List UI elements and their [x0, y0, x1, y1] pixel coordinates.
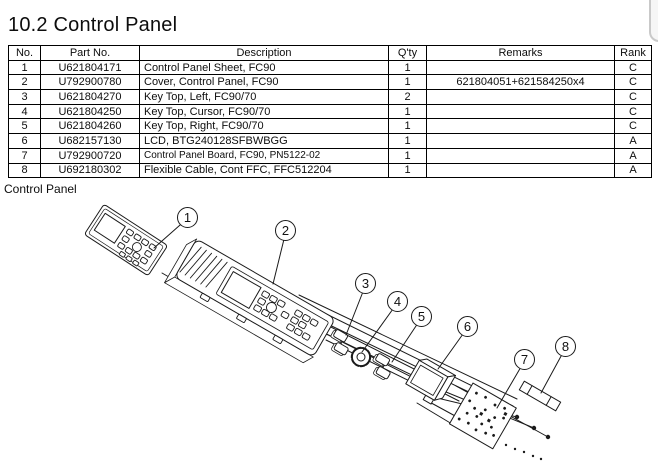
part-key-top-right [372, 353, 391, 380]
callout-2: 2 [275, 220, 296, 241]
cell-rank: C [614, 74, 652, 91]
callout-6-label: 6 [463, 319, 472, 334]
callout-8-label: 8 [561, 339, 570, 354]
diagram-section-label: Control Panel [4, 182, 77, 196]
cell-part-no: U621804171 [40, 59, 140, 76]
cell-description: Key Top, Cursor, FC90/70 [139, 103, 389, 120]
cell-qty: 2 [388, 89, 427, 105]
callout-8: 8 [555, 336, 576, 357]
table-row: 3 U621804270 Key Top, Left, FC90/70 2 C [8, 89, 652, 105]
page-title: 10.2 Control Panel [8, 14, 178, 36]
part-cover-control-panel [164, 238, 334, 364]
table-row: 4 U621804250 Key Top, Cursor, FC90/70 1 … [8, 103, 652, 120]
cell-rank: A [614, 162, 652, 179]
part-control-panel-sheet [84, 204, 168, 276]
cell-no: 1 [8, 59, 41, 76]
part-control-panel-board [448, 382, 517, 450]
callout-1: 1 [177, 207, 198, 228]
cell-remarks: 621804051+621584250x4 [426, 74, 615, 91]
cell-rank: C [614, 103, 652, 120]
callout-1-label: 1 [183, 210, 192, 225]
cell-rank: C [614, 59, 652, 76]
table-row: 6 U682157130 LCD, BTG240128SFBWBGG 1 A [8, 133, 652, 149]
cell-description: Key Top, Left, FC90/70 [139, 89, 389, 105]
table-row: 2 U792900780 Cover, Control Panel, FC90 … [8, 74, 652, 91]
callout-3-label: 3 [361, 276, 370, 291]
cell-description: Cover, Control Panel, FC90 [139, 74, 389, 91]
cell-part-no: U792900780 [40, 74, 140, 91]
table-row: 1 U621804171 Control Panel Sheet, FC90 1… [8, 59, 652, 76]
callout-4: 4 [387, 291, 408, 312]
callout-3: 3 [355, 273, 376, 294]
callout-4-label: 4 [393, 294, 402, 309]
callout-5: 5 [411, 306, 432, 327]
callout-2-label: 2 [281, 223, 290, 238]
cell-rank: A [614, 147, 652, 164]
table-row: 8 U692180302 Flexible Cable, Cont FFC, F… [8, 162, 652, 179]
callout-7-label: 7 [520, 352, 529, 367]
cell-part-no: U692180302 [40, 162, 140, 179]
cell-no: 8 [8, 162, 41, 179]
callout-5-label: 5 [417, 309, 426, 324]
part-key-top-cursor [350, 346, 372, 368]
callout-leader-lines [153, 217, 567, 409]
cell-rank: C [614, 89, 652, 105]
cell-qty: 1 [388, 162, 427, 179]
cell-qty: 1 [388, 103, 427, 120]
callout-6: 6 [457, 316, 478, 337]
scrollbar-thumb[interactable] [649, 0, 658, 42]
cell-no: 4 [8, 103, 41, 120]
dotted-trail [494, 439, 543, 461]
parts-table: No. Part No. Description Q'ty Remarks Ra… [8, 45, 652, 179]
part-lcd [405, 358, 457, 405]
part-key-top-left [330, 329, 349, 356]
callout-7: 7 [514, 349, 535, 370]
part-flexible-cable [518, 380, 562, 412]
